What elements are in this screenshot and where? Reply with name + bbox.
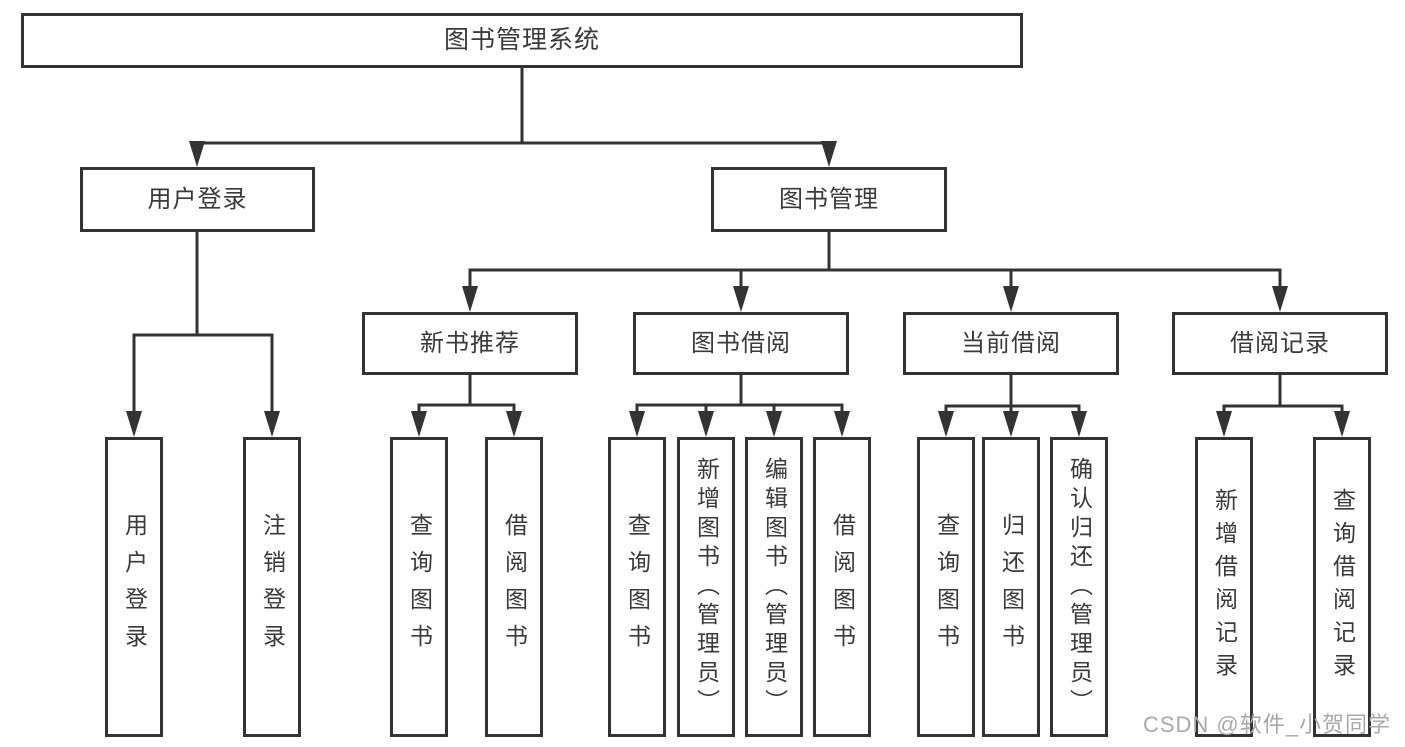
leaf-query-books-3: 查询图书 — [917, 437, 975, 737]
node-user-login: 用户登录 — [80, 167, 315, 232]
leaf-logout: 注销登录 — [243, 437, 301, 737]
leaf-borrow-books-1: 借阅图书 — [485, 437, 543, 737]
leaf-edit-book-admin: 编辑图书（管理员） — [745, 437, 803, 737]
leaf-query-books-1: 查询图书 — [390, 437, 448, 737]
leaf-add-borrow-record: 新增借阅记录 — [1195, 437, 1253, 737]
leaf-add-book-admin: 新增图书（管理员） — [677, 437, 735, 737]
leaf-confirm-return-admin: 确认归还（管理员） — [1050, 437, 1108, 737]
leaf-borrow-books-2: 借阅图书 — [813, 437, 871, 737]
node-current-borrow: 当前借阅 — [903, 312, 1119, 375]
leaf-query-borrow-record: 查询借阅记录 — [1313, 437, 1371, 737]
node-library-system: 图书管理系统 — [21, 13, 1023, 68]
leaf-return-book: 归还图书 — [982, 437, 1040, 737]
node-new-book-recommend: 新书推荐 — [362, 312, 578, 375]
csdn-watermark: CSDN @软件_小贺同学 — [1142, 712, 1391, 737]
node-borrow-records: 借阅记录 — [1172, 312, 1388, 375]
node-book-management: 图书管理 — [711, 167, 947, 232]
leaf-user-login: 用户登录 — [105, 437, 163, 737]
leaf-query-books-2: 查询图书 — [608, 437, 666, 737]
node-book-borrow: 图书借阅 — [633, 312, 849, 375]
